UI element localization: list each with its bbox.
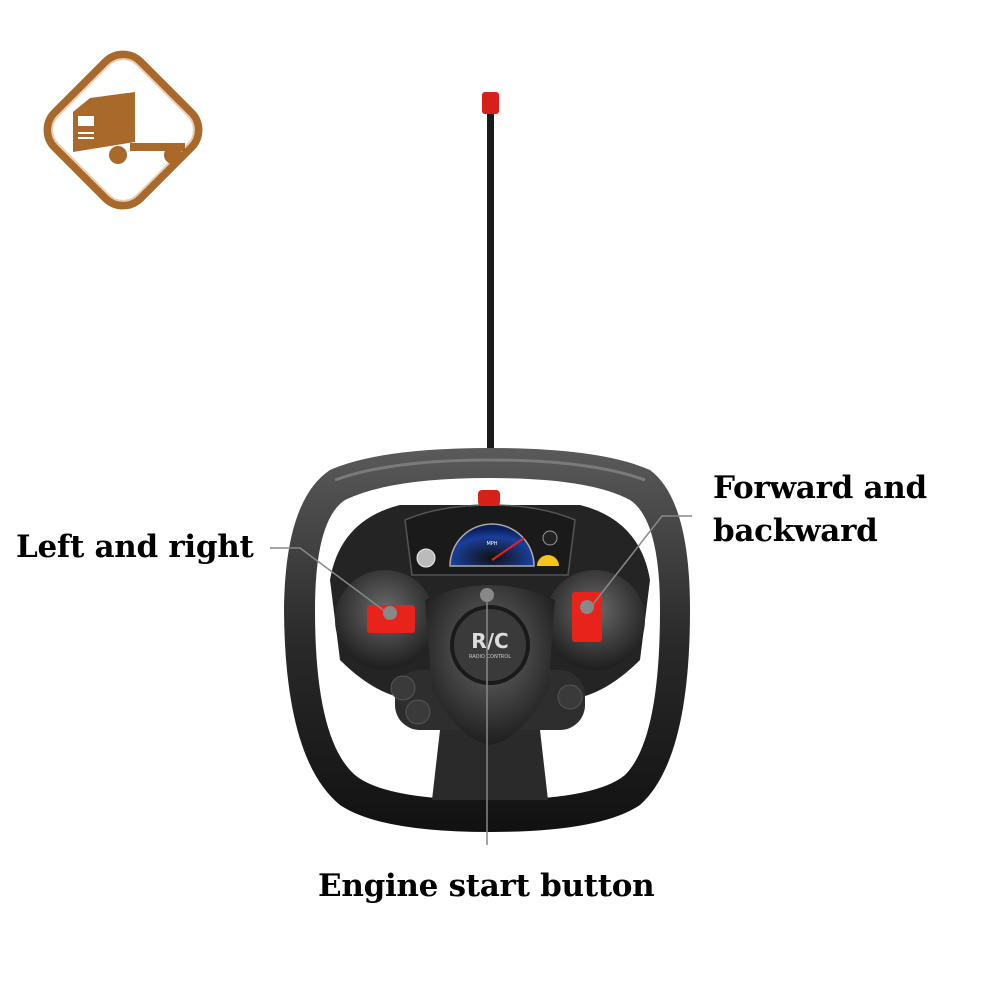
badge-main: R/C [471, 629, 508, 653]
truck-icon [73, 92, 185, 164]
badge-sub: RADIO CONTROL [469, 654, 511, 660]
antenna [482, 92, 499, 470]
left-right-lever[interactable] [367, 605, 415, 633]
leader-line-forward-backward [589, 515, 692, 609]
truck-logo [43, 50, 203, 210]
speedometer-gauge [449, 523, 535, 567]
wheel-rim [284, 448, 690, 832]
engine-start-button[interactable] [478, 490, 500, 506]
callout-engine-start: Engine start button [318, 868, 655, 904]
callout-left-right: Left and right [16, 529, 254, 565]
gauge-unit: MPH [486, 541, 497, 547]
bottom-spoke [432, 730, 548, 800]
callout-forward-backward-2: backward [713, 513, 878, 549]
leader-line-left-right [270, 547, 387, 613]
callout-forward-backward-1: Forward and [713, 470, 927, 506]
forward-backward-lever[interactable] [572, 592, 602, 642]
